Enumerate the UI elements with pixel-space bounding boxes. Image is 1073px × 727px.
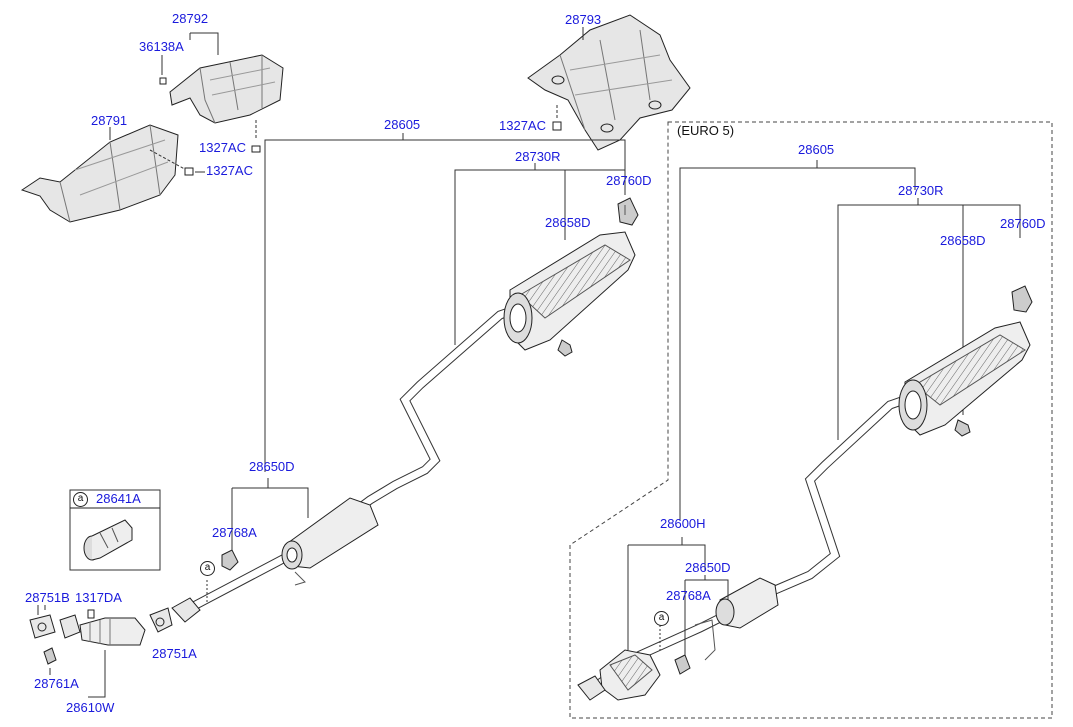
part-label-28650D-main[interactable]: 28650D [249, 459, 295, 474]
rear-muffler-euro5 [898, 321, 1031, 436]
hanger-28658D-euro5 [954, 419, 971, 437]
part-label-28650D-euro5[interactable]: 28650D [685, 560, 731, 575]
flange-gasket-front [171, 597, 201, 623]
front-pipe-28610W [79, 617, 146, 646]
part-label-28658D-euro5[interactable]: 28658D [940, 233, 986, 248]
gasket-28751B [29, 614, 56, 639]
part-label-28641A[interactable]: 28641A [96, 491, 141, 506]
hanger-28760D-main [617, 197, 639, 226]
rear-muffler-main [503, 231, 636, 351]
catalytic-converter-28600H [599, 649, 661, 701]
euro5-heading: (EURO 5) [677, 123, 735, 138]
part-label-28792[interactable]: 28792 [172, 11, 209, 26]
callout-marker-a-euro5: a [654, 611, 669, 626]
hanger-28760D-euro5 [1011, 285, 1033, 313]
part-label-28605-main[interactable]: 28605 [384, 117, 421, 132]
hanger-28768A-main [221, 549, 239, 571]
heat-shield-28791 [20, 124, 179, 223]
part-label-28605-euro5[interactable]: 28605 [798, 142, 835, 157]
part-label-28791[interactable]: 28791 [91, 113, 128, 128]
exhaust-pipe-euro5 [585, 393, 915, 695]
center-muffler-euro5 [715, 577, 779, 629]
part-label-28760D-main[interactable]: 28760D [606, 173, 652, 188]
part-label-1317DA[interactable]: 1317DA [75, 590, 122, 605]
flange-28751B [59, 614, 81, 639]
callout-marker-a-main: a [200, 561, 215, 576]
part-label-28658D-main[interactable]: 28658D [545, 215, 591, 230]
hanger-28761A [43, 647, 57, 665]
heat-shield-28792 [169, 54, 284, 124]
part-label-28610W[interactable]: 28610W [66, 700, 115, 715]
heat-shield-28793 [527, 14, 691, 151]
part-label-28760D-euro5[interactable]: 28760D [1000, 216, 1046, 231]
hanger-28658D-main [557, 339, 573, 357]
hanger-28768A-euro5 [674, 654, 691, 675]
part-label-28600H[interactable]: 28600H [660, 516, 706, 531]
part-label-28761A[interactable]: 28761A [34, 676, 79, 691]
clamp-28641A [83, 519, 133, 561]
part-label-1327AC-a[interactable]: 1327AC [199, 140, 246, 155]
callout-marker-a-box: a [73, 492, 88, 507]
part-label-28768A-euro5[interactable]: 28768A [666, 588, 711, 603]
part-label-28730R-main[interactable]: 28730R [515, 149, 561, 164]
part-label-1327AC-c[interactable]: 1327AC [499, 118, 546, 133]
part-label-28793[interactable]: 28793 [565, 12, 602, 27]
exhaust-pipe-main [185, 303, 525, 613]
gasket-28751A-right [149, 607, 173, 633]
part-label-28768A-main[interactable]: 28768A [212, 525, 257, 540]
part-label-36138A[interactable]: 36138A [139, 39, 184, 54]
part-label-28751A[interactable]: 28751A [152, 646, 197, 661]
center-muffler-main [281, 497, 379, 570]
part-label-28751B[interactable]: 28751B [25, 590, 70, 605]
euro5-frame [569, 121, 1053, 719]
part-label-1327AC-b[interactable]: 1327AC [206, 163, 253, 178]
part-label-28730R-euro5[interactable]: 28730R [898, 183, 944, 198]
